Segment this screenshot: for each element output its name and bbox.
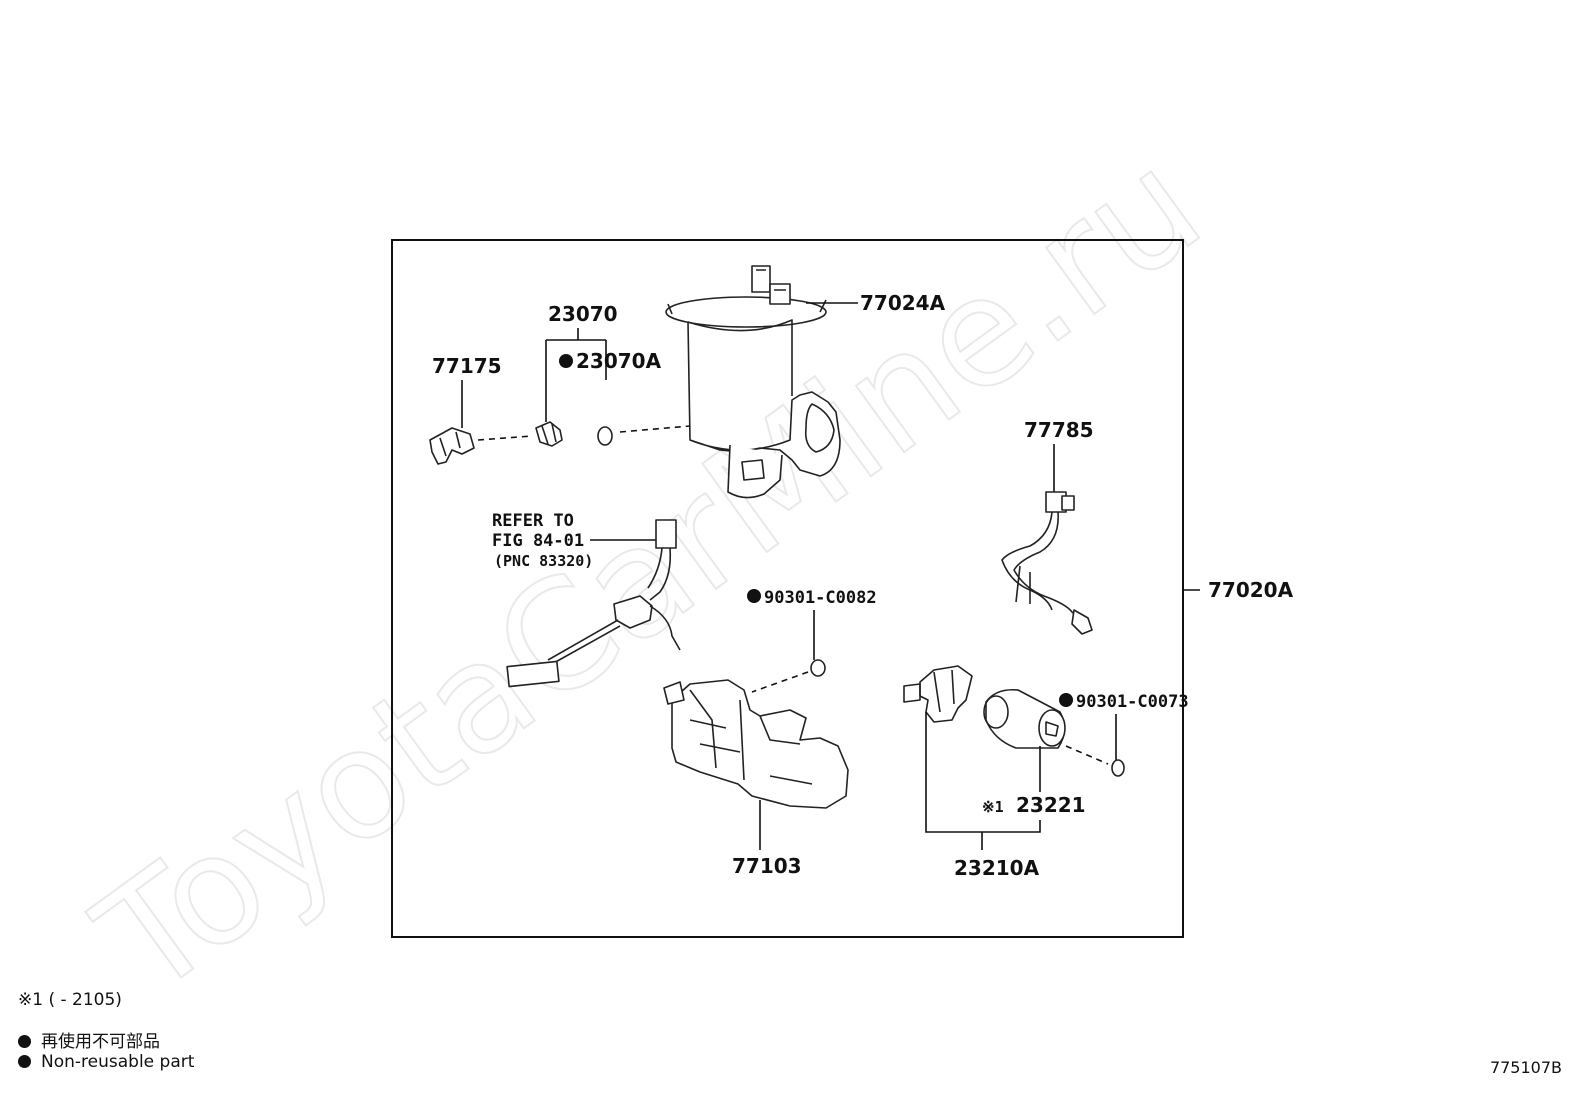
label-23070[interactable]: 23070 (548, 302, 618, 326)
leader-23210A-bracket (925, 712, 1041, 850)
leader-23070-bracket (545, 328, 607, 422)
part-77785-harness[interactable] (1001, 491, 1093, 635)
label-77103[interactable]: 77103 (732, 854, 802, 878)
dash-90301-C0082-to-bracket (751, 671, 809, 693)
part-23070A-oring[interactable] (597, 426, 613, 446)
part-23221-fuel-pump[interactable] (983, 688, 1066, 749)
refer-text-line3: (PNC 83320) (494, 552, 593, 570)
part-90301-C0073-oring[interactable] (1111, 759, 1125, 777)
legend-non-reusable-en: Non-reusable part (18, 1052, 194, 1072)
dash-23070A-to-housing (619, 425, 691, 433)
part-77024A-housing[interactable] (665, 265, 841, 499)
legend-jp-text: 再使用不可部品 (41, 1032, 160, 1052)
label-90301-C0073[interactable]: 90301-C0073 (1076, 692, 1189, 712)
watermark-text: ToyotaCarMine.ru (68, 118, 1231, 1030)
figure-code: 775107B (1489, 1058, 1562, 1077)
label-90301-C0082[interactable]: 90301-C0082 (764, 588, 877, 608)
non-reusable-dot-90301-C0082 (747, 589, 761, 603)
non-reusable-dot-23070A (559, 354, 573, 368)
part-90301-C0082-oring[interactable] (810, 659, 826, 677)
legend-note: ※1 ( - 2105) (18, 990, 122, 1010)
refer-text-line2[interactable]: FIG 84-01 (492, 531, 584, 551)
legend-non-reusable-jp: 再使用不可部品 (18, 1027, 160, 1052)
label-77024A[interactable]: 77024A (860, 291, 946, 315)
label-77175[interactable]: 77175 (432, 354, 502, 378)
part-23210A-pump-bracket[interactable] (903, 665, 973, 723)
part-23070-fitting[interactable] (535, 421, 563, 447)
assembly-frame (391, 239, 1184, 938)
part-sender-gauge[interactable] (506, 519, 681, 688)
part-77103-bracket[interactable] (663, 679, 849, 809)
legend-dot-icon (18, 1055, 31, 1068)
refer-text-line1: REFER TO (492, 511, 574, 531)
label-23221-mark: ※1 (982, 798, 1004, 816)
label-23221[interactable]: 23221 (1016, 793, 1086, 817)
non-reusable-dot-90301-C0073 (1059, 693, 1073, 707)
dash-77175-to-fitting (477, 435, 533, 441)
dash-90301-C0073-to-pump (1065, 745, 1109, 765)
label-77785[interactable]: 77785 (1024, 418, 1094, 442)
label-23070A[interactable]: 23070A (576, 349, 662, 373)
part-77175-clip[interactable] (429, 427, 475, 465)
label-23210A[interactable]: 23210A (954, 856, 1040, 880)
legend-dot-icon (18, 1035, 31, 1048)
legend-en-text: Non-reusable part (41, 1052, 195, 1072)
label-77020A[interactable]: 77020A (1208, 578, 1294, 602)
